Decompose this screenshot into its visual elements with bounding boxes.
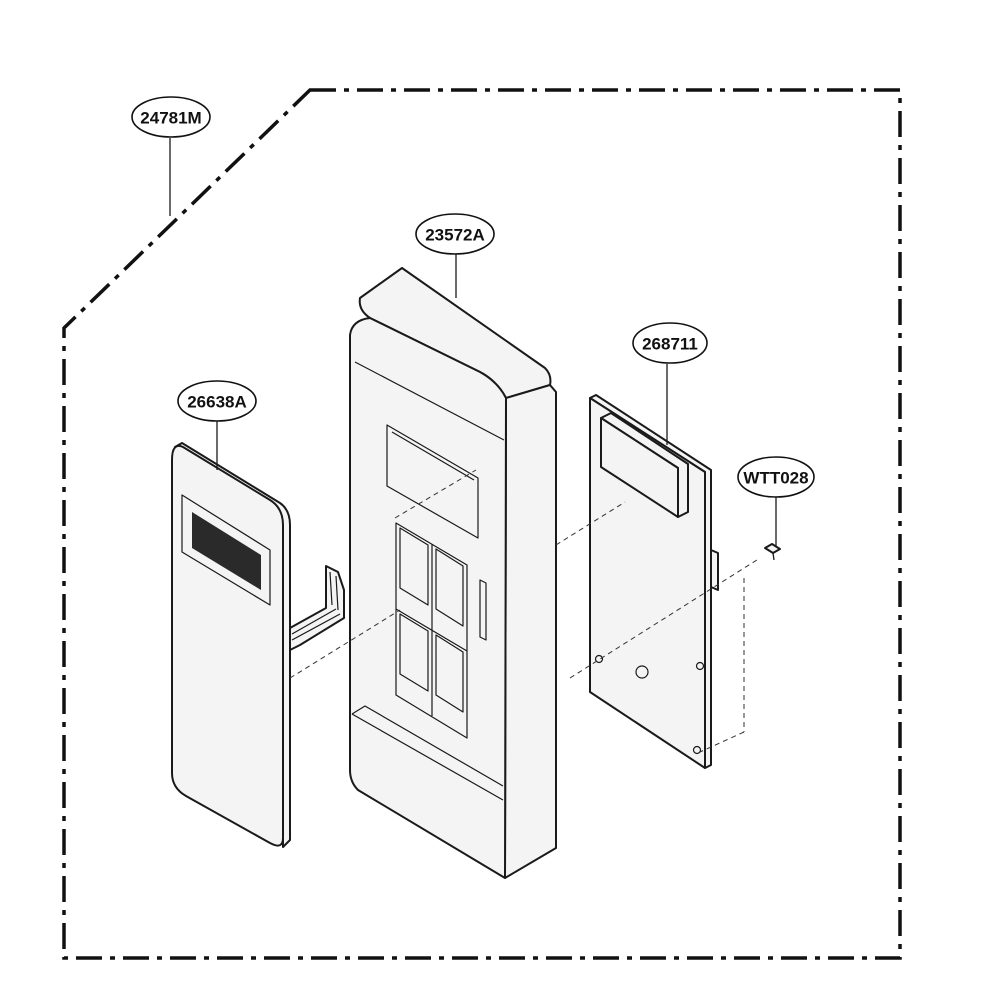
guide-display-to-board xyxy=(394,469,477,519)
callout-bubble xyxy=(737,456,815,498)
housing-front-step xyxy=(351,361,505,801)
board-connector xyxy=(710,549,719,591)
callout-WTT028: WTT028 xyxy=(737,456,815,498)
callout-24781M: 24781M xyxy=(131,96,211,138)
keypad-face xyxy=(171,444,284,847)
keypad-display-frame xyxy=(181,494,271,606)
ribbon-cable-traces xyxy=(291,571,341,641)
board-hole-right xyxy=(695,661,705,671)
housing-slot xyxy=(479,579,487,641)
screw-shank xyxy=(772,552,775,561)
control-board xyxy=(589,394,719,769)
callout-label: 24781M xyxy=(140,109,201,128)
callout-label: WTT028 xyxy=(743,469,808,488)
callout-label: 268711 xyxy=(642,335,698,354)
callout-label: 26638A xyxy=(187,393,247,412)
callout-bubble xyxy=(131,96,211,138)
keypad-display-window xyxy=(192,512,261,590)
assembly-boundary xyxy=(62,88,902,960)
callout-268711: 268711 xyxy=(632,322,708,364)
control-panel-housing xyxy=(349,267,557,879)
board-hole-center xyxy=(635,665,649,679)
callout-label: 23572A xyxy=(425,226,485,245)
housing-display-opening xyxy=(386,424,479,539)
callout-26638A: 26638A xyxy=(177,380,257,422)
housing-right-face xyxy=(504,384,557,879)
board-hole-bottom xyxy=(692,745,702,755)
callout-bubble xyxy=(632,322,708,364)
board-display-front xyxy=(600,417,679,518)
leader-lines xyxy=(169,138,777,546)
callout-bubble xyxy=(177,380,257,422)
guide-keypad-to-housing xyxy=(289,609,401,679)
board-hole-left xyxy=(594,654,604,664)
guide-screw-bottom xyxy=(699,731,745,753)
membrane-keypad xyxy=(171,442,345,848)
housing-keypad-grid xyxy=(395,522,468,739)
screw-head xyxy=(764,543,781,554)
guide-housing-to-board xyxy=(555,501,626,546)
assembly-guides xyxy=(289,469,761,753)
callout-bubble xyxy=(415,213,495,255)
guide-screw-diagonal xyxy=(569,557,761,679)
screw xyxy=(764,543,781,561)
callout-23572A: 23572A xyxy=(415,213,495,255)
